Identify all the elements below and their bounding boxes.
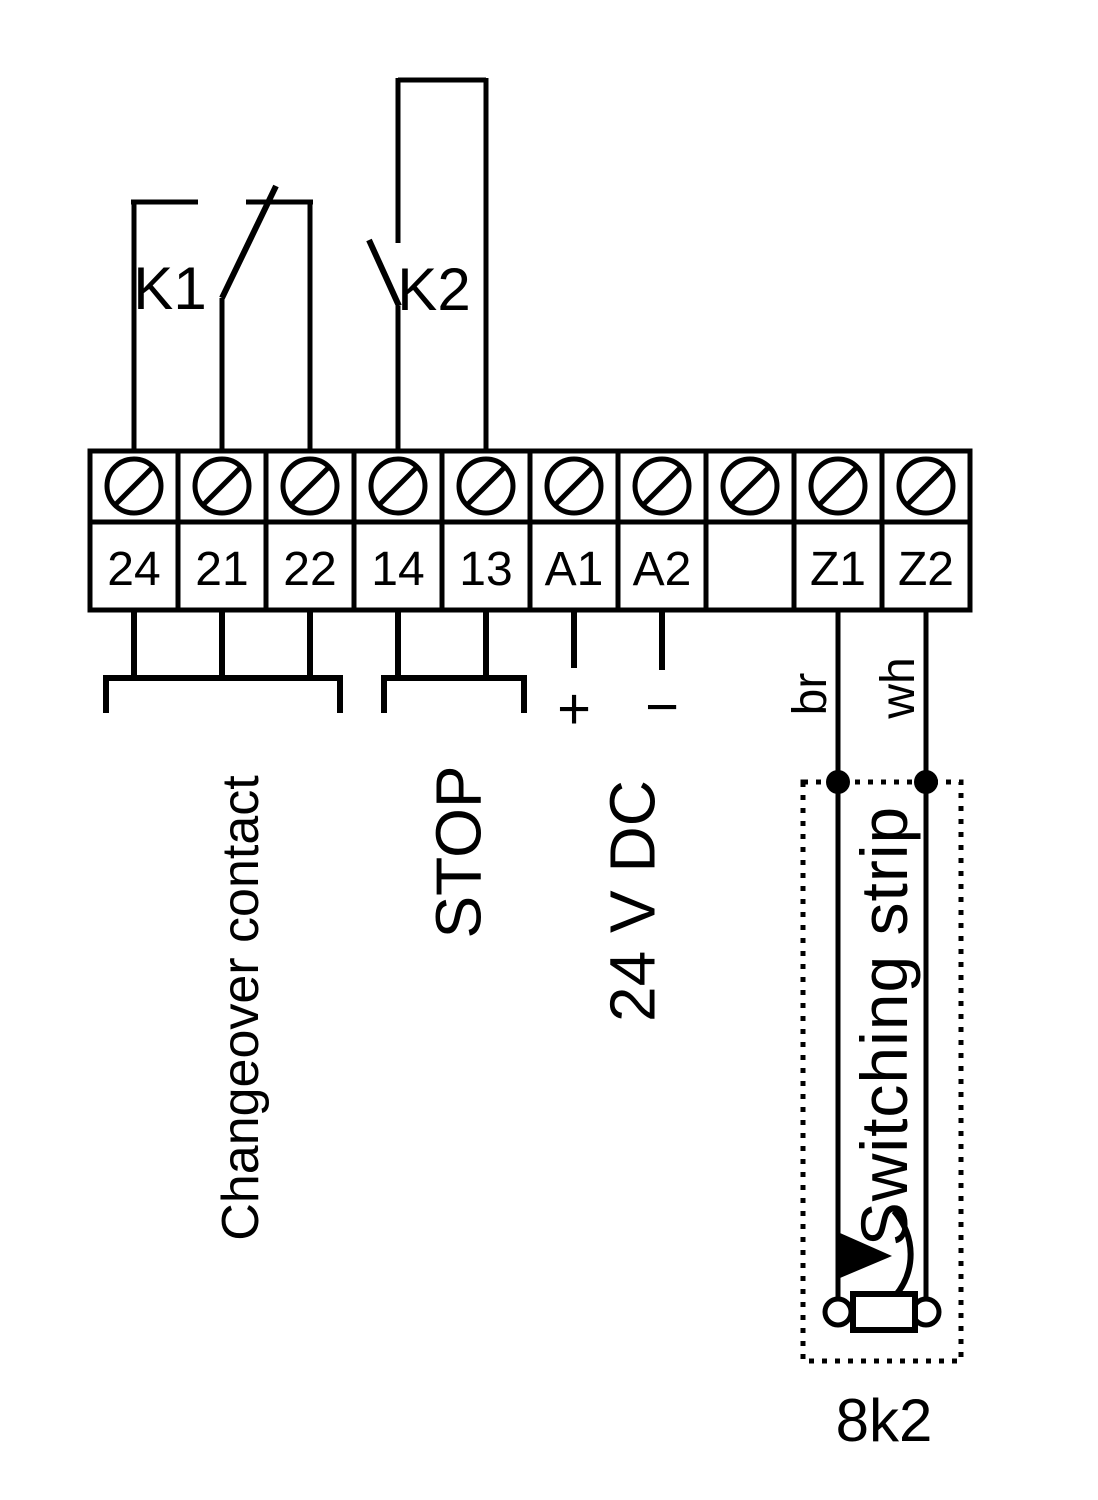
terminal-label-z1: Z1 <box>810 543 866 596</box>
screw-icon <box>632 456 692 516</box>
resistor-value-label: 8k2 <box>836 1387 933 1454</box>
bracket-stop <box>381 675 527 713</box>
terminating-resistor <box>822 1291 942 1333</box>
minus-sign: − <box>645 674 679 739</box>
screw-icon <box>544 456 604 516</box>
screw-terminal-icons <box>104 456 956 516</box>
switching-strip-dotted-outline <box>800 779 964 1364</box>
terminal-strip: 24 21 22 14 13 A1 A2 Z1 Z2 <box>87 448 973 613</box>
changeover-contact-label: Changeover contact <box>212 775 270 1241</box>
terminal-labels: 24 21 22 14 13 A1 A2 Z1 Z2 <box>107 543 954 596</box>
junction-dot-z2 <box>914 770 938 794</box>
terminal-label-13: 13 <box>459 543 512 596</box>
stop-label: STOP <box>422 765 494 938</box>
resistor-body <box>850 1291 918 1333</box>
junction-dot-z1 <box>826 770 850 794</box>
wire-color-label-wh: wh <box>872 657 925 719</box>
screw-icon <box>280 456 340 516</box>
k1-moving-arm <box>219 184 279 300</box>
bracket-changeover <box>103 675 343 713</box>
screw-icon <box>456 456 516 516</box>
actuator-arc <box>891 1209 914 1298</box>
terminal-cell-borders <box>175 451 885 610</box>
k2-moving-arm <box>366 238 402 308</box>
switching-strip-label: Switching strip <box>847 806 921 1247</box>
screw-icon <box>720 456 780 516</box>
terminal-label-a1: A1 <box>545 543 604 596</box>
terminal-label-z2: Z2 <box>898 543 954 596</box>
screw-icon <box>192 456 252 516</box>
force-arrow-icon <box>840 1233 892 1278</box>
terminal-label-14: 14 <box>371 543 424 596</box>
k1-label: K1 <box>133 255 206 322</box>
k2-label: K2 <box>397 256 470 323</box>
resistor-terminal-left <box>822 1296 854 1328</box>
terminal-label-24: 24 <box>107 543 160 596</box>
wire-color-label-br: br <box>784 673 837 716</box>
screw-icon <box>808 456 868 516</box>
supply-stubs <box>571 610 665 670</box>
changeover-group-bracket <box>103 610 343 713</box>
switching-strip-box: Switching strip <box>800 770 964 1364</box>
screw-icon <box>896 456 956 516</box>
supply-24vdc-label: 24 V DC <box>596 780 668 1022</box>
terminal-label-a2: A2 <box>633 543 692 596</box>
k2-contact-symbol <box>366 77 489 451</box>
terminal-label-21: 21 <box>195 543 248 596</box>
stop-group-bracket <box>381 610 527 713</box>
screw-icon <box>104 456 164 516</box>
terminal-label-22: 22 <box>283 543 336 596</box>
switching-strip-wires <box>835 610 929 1299</box>
plus-sign: + <box>557 676 591 741</box>
screw-icon <box>368 456 428 516</box>
k1-changeover-contact-symbol <box>131 184 313 451</box>
